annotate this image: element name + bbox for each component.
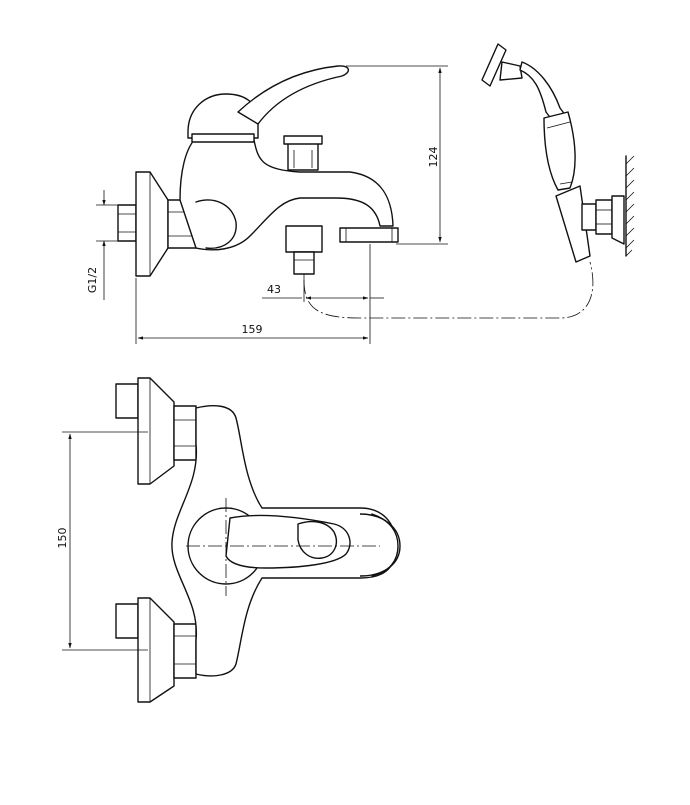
dim-label-124: 124 — [427, 147, 440, 168]
shower-bracket-flange — [611, 195, 625, 245]
shower-handle-grip — [543, 111, 576, 191]
top-lower-stub — [115, 603, 139, 639]
dim-label-43: 43 — [267, 283, 281, 296]
side-body-bulge — [195, 199, 237, 249]
shower-bracket-nut — [595, 199, 613, 235]
top-lower-nut — [173, 623, 197, 679]
top-upper-flange — [137, 377, 175, 485]
side-shower-outlet-nut — [285, 225, 323, 253]
side-diverter-cap — [283, 135, 323, 145]
shower-head-neck — [499, 61, 523, 81]
shower-handle-upper — [519, 61, 567, 121]
wall-hatching — [625, 155, 635, 257]
dim-label-150: 150 — [56, 528, 69, 549]
top-lever — [225, 514, 351, 569]
side-inlet-stub — [117, 204, 137, 242]
top-spout-end — [359, 513, 401, 577]
top-upper-nut — [173, 405, 197, 461]
side-spout-mouth — [339, 227, 399, 243]
top-dimensions: 150 — [56, 431, 148, 651]
hand-shower — [481, 43, 625, 263]
top-upper-stub — [115, 383, 139, 419]
shower-hose-centerline — [303, 261, 594, 319]
side-wall-flange — [135, 171, 169, 277]
shower-head — [481, 43, 507, 87]
side-cartridge-ring — [191, 133, 255, 143]
side-dimensions: 124 G1/2 43 159 — [86, 65, 448, 344]
dim-label-thread: G1/2 — [86, 267, 99, 293]
dim-label-159: 159 — [242, 323, 263, 336]
top-view — [115, 377, 401, 703]
side-shower-outlet-stub — [293, 251, 315, 275]
side-diverter-knob — [287, 141, 319, 171]
side-lever — [237, 65, 349, 125]
shower-bracket-swivel — [581, 203, 597, 231]
side-view — [117, 65, 399, 277]
